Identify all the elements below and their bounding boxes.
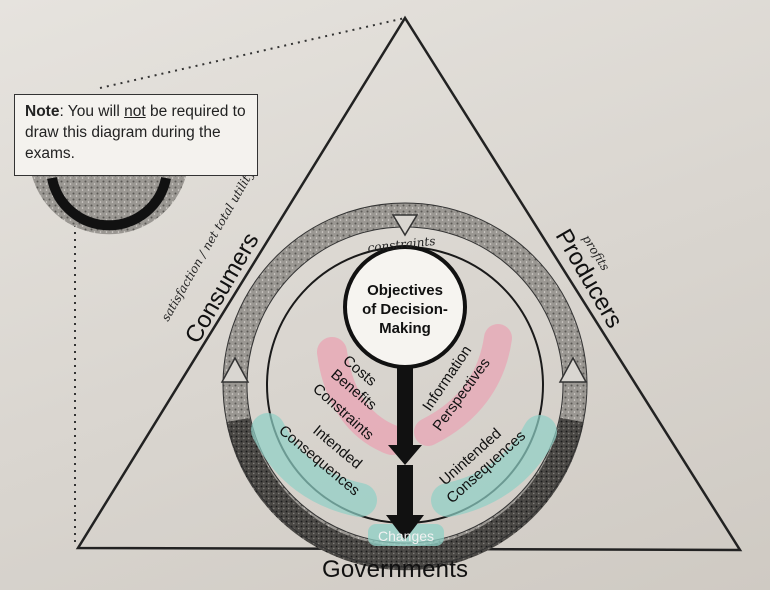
center-title-line3: Making — [379, 320, 431, 337]
governments-label: Governments — [322, 556, 469, 583]
dotted-guide-top — [99, 17, 406, 89]
decision-arrow-shaft — [397, 367, 413, 445]
note-box: Note: You will not be required to draw t… — [14, 94, 258, 176]
note-prefix: Note — [25, 103, 60, 120]
fragment-circle-band — [47, 176, 171, 231]
outer-ring-dark-arc — [226, 417, 584, 571]
pink-highlight-left — [317, 337, 407, 455]
note-text-2: be required to draw this diagram during … — [25, 103, 246, 162]
changes-label: Changes — [378, 528, 434, 544]
note-emphasis: not — [124, 103, 146, 120]
ring-arrow-left — [220, 356, 250, 383]
pink-highlight-right — [414, 324, 512, 446]
center-title-line1: Objectives — [367, 282, 443, 299]
note-text-1: : You will — [59, 103, 125, 120]
decision-arrow-head-lower — [386, 515, 424, 540]
outer-ring-edge — [222, 202, 588, 568]
teal-highlight-left — [251, 413, 377, 517]
ring-arrow-top — [391, 214, 419, 237]
teal-highlight-right — [431, 415, 557, 517]
ring-arrow-right — [558, 356, 588, 383]
decision-arrow-head — [388, 445, 422, 465]
center-title-line2: of Decision- — [362, 301, 448, 318]
fragment-circle — [32, 176, 186, 235]
decision-arrow-shaft-lower — [397, 465, 413, 517]
